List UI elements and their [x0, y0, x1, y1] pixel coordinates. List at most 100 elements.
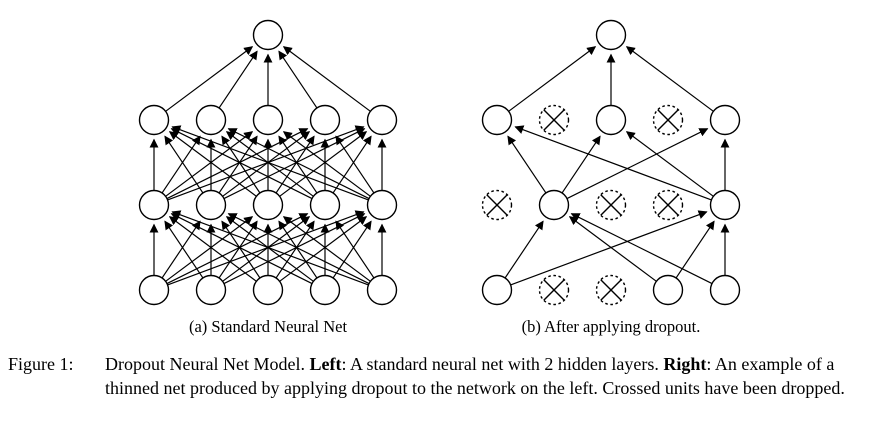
dropped-cross-line	[543, 109, 565, 131]
unit-node	[138, 104, 170, 136]
connection-arrow	[171, 125, 369, 201]
figure-panel-a: (a) Standard Neural Net	[108, 4, 428, 337]
connection-arrow	[278, 50, 318, 109]
connection-arrow	[504, 220, 544, 279]
connection-arrow	[510, 210, 708, 286]
dropped-cross-line	[543, 279, 565, 301]
connection-arrow	[168, 216, 257, 282]
subcaption-a: (a) Standard Neural Net	[188, 317, 348, 336]
figure-label: Figure 1:	[8, 354, 74, 374]
dropout-net-diagram	[481, 19, 741, 306]
connection-arrow	[335, 220, 375, 279]
connection-arrow	[332, 135, 372, 194]
subcaption-b: (b) After applying dropout.	[521, 317, 701, 336]
unit-node	[252, 189, 284, 221]
connection-arrow	[165, 46, 254, 112]
unit-node	[195, 104, 227, 136]
unit-node	[709, 104, 741, 136]
unit-node	[309, 274, 341, 306]
caption-segment: Dropout Neural Net Model.	[105, 354, 310, 374]
unit-node	[138, 274, 170, 306]
connection-arrow	[278, 135, 318, 194]
connection-arrow	[218, 220, 258, 279]
connection-arrow	[282, 46, 371, 112]
connection-arrow	[568, 216, 657, 282]
connection-arrow	[161, 135, 201, 194]
connection-arrow	[168, 131, 257, 197]
unit-node	[481, 274, 513, 306]
standard-net-diagram	[138, 19, 398, 306]
connection-arrow	[222, 131, 311, 197]
connection-arrow	[164, 220, 204, 279]
unit-node	[138, 189, 170, 221]
figure-panel-b: (b) After applying dropout.	[451, 4, 771, 337]
connection-arrow	[566, 128, 709, 200]
unit-node	[252, 274, 284, 306]
unit-node	[195, 274, 227, 306]
unit-node	[366, 189, 398, 221]
unit-node	[709, 274, 741, 306]
connection-arrow	[278, 220, 318, 279]
unit-node	[481, 104, 513, 136]
dropped-unit-node	[538, 274, 570, 306]
caption-segment: : An example of a thinned net produced b…	[105, 354, 845, 399]
figure-caption-text: Dropout Neural Net Model. Left: A standa…	[105, 352, 850, 401]
dropped-unit-node	[652, 104, 684, 136]
connection-arrow	[332, 220, 372, 279]
connection-arrow	[279, 216, 368, 282]
network-diagrams: (a) Standard Neural Net (b) After applyi…	[108, 4, 771, 337]
connection-arrow	[222, 216, 311, 282]
dropped-cross-line	[600, 194, 622, 216]
connection-arrow	[561, 135, 601, 194]
connection-arrow	[675, 220, 715, 279]
connection-arrow	[335, 135, 375, 194]
unit-node	[252, 19, 284, 51]
connection-arrow	[514, 125, 712, 201]
caption-segment: : A standard neural net with 2 hidden la…	[341, 354, 664, 374]
figure-caption: Figure 1: Dropout Neural Net Model. Left…	[8, 352, 873, 401]
connection-arrow	[164, 135, 204, 194]
connection-arrow	[625, 131, 714, 197]
connection-arrow	[218, 50, 258, 109]
connection-arrow	[221, 135, 261, 194]
connection-arrow	[225, 216, 314, 282]
connection-arrow	[218, 135, 258, 194]
caption-segment: Right	[663, 354, 707, 374]
unit-node	[595, 104, 627, 136]
unit-node	[538, 189, 570, 221]
unit-node	[309, 104, 341, 136]
connection-arrow	[167, 125, 365, 201]
connection-arrow	[225, 131, 314, 197]
dropped-unit-node	[595, 274, 627, 306]
connection-arrow	[282, 216, 371, 282]
dropped-unit-node	[595, 189, 627, 221]
connection-arrow	[161, 220, 201, 279]
connection-arrow	[170, 128, 313, 200]
unit-node	[709, 189, 741, 221]
unit-node	[252, 104, 284, 136]
connection-arrow	[282, 131, 371, 197]
dropped-unit-node	[481, 189, 513, 221]
connection-arrow	[221, 220, 261, 279]
connection-arrow	[279, 131, 368, 197]
unit-node	[652, 274, 684, 306]
dropped-unit-node	[652, 189, 684, 221]
unit-node	[309, 189, 341, 221]
connection-arrow	[227, 213, 370, 285]
connection-arrow	[165, 216, 254, 282]
connection-arrow	[167, 210, 365, 286]
connection-arrow	[170, 213, 313, 285]
connection-arrow	[227, 128, 370, 200]
caption-segment: Left	[309, 354, 342, 374]
connection-arrow	[171, 210, 369, 286]
connection-arrow	[625, 46, 714, 112]
connection-arrow	[570, 213, 713, 285]
dropped-cross-line	[657, 194, 679, 216]
dropped-cross-line	[657, 109, 679, 131]
unit-node	[195, 189, 227, 221]
dropped-cross-line	[486, 194, 508, 216]
dropped-cross-line	[600, 279, 622, 301]
connection-arrow	[507, 135, 547, 194]
connection-arrow	[165, 131, 254, 197]
